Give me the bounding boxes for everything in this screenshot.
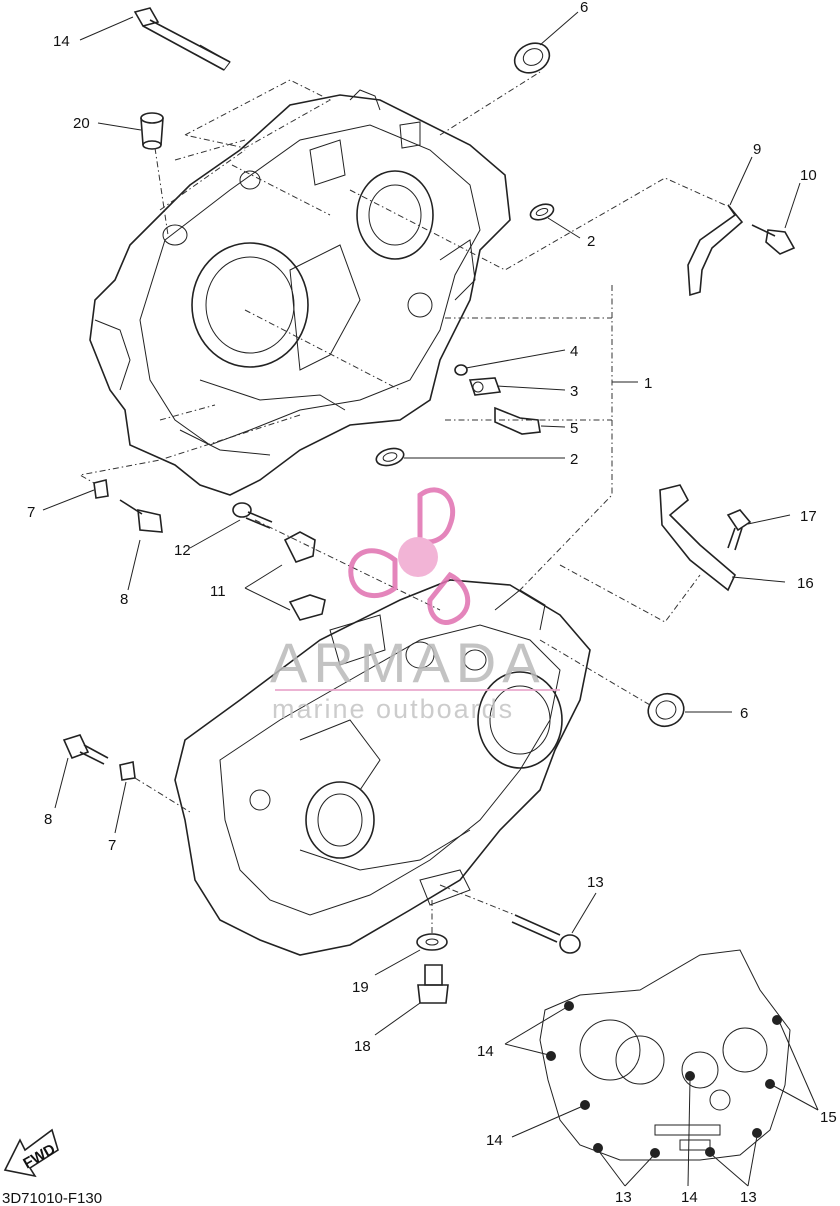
oring-4: [454, 364, 468, 376]
callout-2-upper: 2: [587, 233, 595, 250]
jet-3: [468, 377, 502, 396]
callout-13-inset-a: 13: [615, 1189, 632, 1206]
bolt-17: [726, 509, 752, 551]
callout-14-inset-b: 14: [486, 1132, 503, 1149]
bolt-14-long: [133, 7, 231, 71]
callout-12: 12: [174, 542, 191, 559]
washer-7-lower: [119, 761, 136, 781]
callout-17: 17: [800, 508, 817, 525]
bracket-16: [659, 484, 736, 592]
callout-16: 16: [797, 575, 814, 592]
crankcase-left-half: [89, 89, 511, 496]
callout-20: 20: [73, 115, 90, 132]
callout-7-top: 7: [27, 504, 35, 521]
bolt-8-upper: [119, 499, 163, 533]
leader-lines: [42, 11, 801, 1036]
watermark-tagline: marine outboards: [272, 694, 514, 724]
armada-watermark: ARMADA marine outboards: [270, 487, 560, 724]
callout-11: 11: [210, 583, 226, 600]
clamp-9: [687, 204, 744, 297]
callout-13-side: 13: [587, 874, 604, 891]
callout-19: 19: [352, 979, 369, 996]
bolt-13: [511, 914, 581, 954]
callout-15: 15: [820, 1109, 837, 1126]
callout-1: 1: [644, 375, 652, 392]
bolt-10: [751, 224, 796, 255]
callout-6-top: 6: [580, 0, 588, 16]
dowel-2-upper: [529, 203, 555, 221]
callout-8-top: 8: [120, 591, 128, 608]
callout-2-lower: 2: [570, 451, 578, 468]
callout-9: 9: [753, 141, 761, 158]
callout-labels: 14 20 6 9 10 2 4 3 1 5 2 7 8 12 11 17 16…: [27, 0, 837, 1206]
callout-7-lower: 7: [108, 837, 116, 854]
callout-10: 10: [800, 167, 817, 184]
fwd-label: FWD: [20, 1141, 58, 1173]
callout-14-inset-c: 14: [681, 1189, 698, 1206]
shim-11-a: [283, 531, 316, 563]
oil-seal-6-lower: [647, 692, 685, 728]
washer-19: [416, 933, 448, 951]
callout-14-inset-a: 14: [477, 1043, 494, 1060]
callout-14-top: 14: [53, 33, 70, 50]
callout-3: 3: [570, 383, 578, 400]
shim-11-b: [288, 594, 326, 621]
bolt-location-inset: [504, 949, 819, 1187]
crankcase-right-half: [174, 579, 591, 956]
washer-7-upper: [93, 479, 109, 499]
propeller-logo-icon: [348, 487, 471, 625]
dowel-20: [140, 112, 164, 150]
dowel-2-lower: [375, 447, 405, 467]
callout-18: 18: [354, 1038, 371, 1055]
dash-lines: [78, 71, 726, 935]
callout-5: 5: [570, 420, 578, 437]
bolt-12: [232, 502, 273, 529]
bolt-8-lower: [62, 734, 109, 765]
fwd-arrow-icon: FWD: [3, 1128, 59, 1178]
diagram-code: 3D71010-F130: [2, 1190, 102, 1206]
drain-bolt-18: [417, 964, 449, 1004]
bolt-5: [494, 406, 541, 435]
callout-8-lower: 8: [44, 811, 52, 828]
callout-13-inset-b: 13: [740, 1189, 757, 1206]
oil-seal-6-top: [513, 42, 551, 74]
watermark-brand: ARMADA: [270, 631, 546, 694]
callout-4: 4: [570, 343, 578, 360]
callout-6-lower: 6: [740, 705, 748, 722]
